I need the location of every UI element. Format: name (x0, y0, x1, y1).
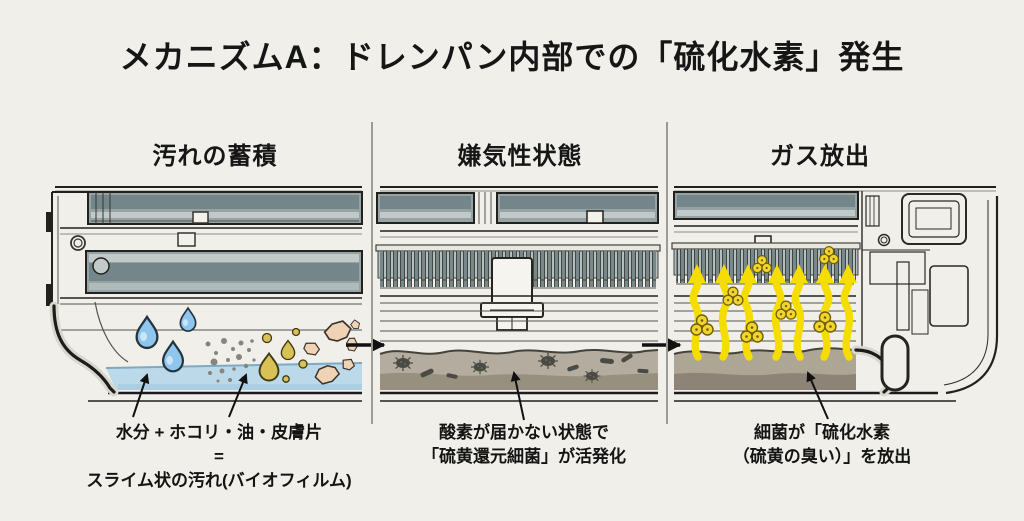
stage2-header: 嫌気性状態 (457, 143, 583, 170)
stage1-caption-line2: = (214, 447, 224, 466)
stage1-caption-line1: 水分 + ホコリ・油・皮膚片 (115, 423, 323, 442)
panel-dirt-accumulation (46, 191, 363, 397)
pointer-to-water (132, 373, 150, 418)
pointer-to-sludge (510, 371, 525, 421)
stage3-caption-line2: （硫黄の臭い）」を放出 (732, 447, 912, 466)
casing-tab (192, 211, 209, 224)
pointer-to-gas-sludge (806, 371, 829, 420)
stage3-caption: 細菌が「硫化水素 （硫黄の臭い）」を放出 (672, 421, 972, 469)
casing-tab (177, 232, 196, 247)
caption-pointer-arrows (132, 371, 829, 421)
stage1-header: 汚れの蓄積 (152, 143, 278, 170)
right-end-cap (861, 191, 999, 395)
stage1-caption-line3: スライム状の汚れ(バイオフィルム) (86, 471, 352, 490)
page-title: メカニズムA：ドレンパン内部での「硫化水素」発生 (119, 39, 905, 75)
stage3-header: ガス放出 (770, 143, 870, 170)
drain-pan-inner-wall (94, 301, 129, 363)
coil-band-upper (87, 191, 363, 225)
screw-hole (70, 235, 86, 251)
stage2-caption-line1: 酸素が届かない状態で (439, 423, 609, 442)
stage-divider-2 (666, 122, 668, 424)
coil-band (673, 191, 859, 248)
left-end-cap (46, 191, 88, 308)
stage2-caption-line2: 「硫黄還元細菌」が活発化 (422, 447, 626, 466)
drain-pan-wall-left (52, 304, 116, 394)
pointer-to-dirt (228, 373, 248, 418)
panel-gas-release (671, 191, 999, 397)
stage3-caption-line1: 細菌が「硫化水素 (754, 423, 890, 442)
water-droplets (135, 307, 197, 373)
hose-clip (880, 334, 910, 392)
sludge-layer (379, 348, 659, 390)
stage-divider-1 (371, 122, 373, 424)
stage2-caption: 酸素が届かない状態で 「硫黄還元細菌」が活発化 (374, 421, 674, 469)
oil-droplets (258, 327, 308, 383)
panel-anaerobic-state (375, 192, 661, 390)
coil-band-lower (85, 250, 363, 294)
stage1-caption: 水分 + ホコリ・油・皮膚片 = スライム状の汚れ(バイオフィルム) (49, 421, 389, 493)
coil-band (376, 192, 659, 224)
